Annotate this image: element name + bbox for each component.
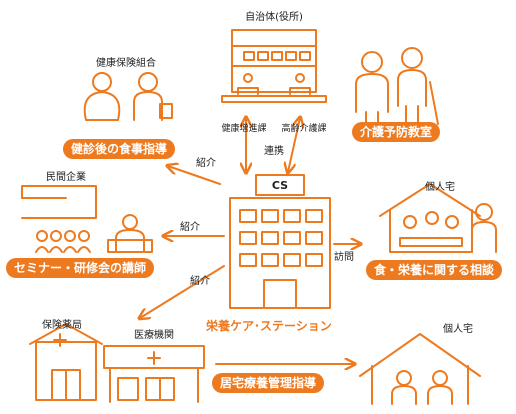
government-building-icon	[221, 29, 327, 103]
seminar-icon	[35, 214, 153, 253]
home-bottom-title: 個人宅	[443, 324, 473, 335]
intro-label-1: 紹介	[196, 158, 216, 169]
care-station-building	[229, 174, 331, 309]
cooperation-label: 連携	[264, 146, 284, 157]
visit-label: 訪問	[334, 252, 354, 263]
people-icon	[83, 72, 173, 121]
pharmacy-title: 保険薬局	[42, 320, 82, 331]
service-home-care: 居宅療養管理指導	[212, 373, 325, 393]
intro-arrow-1	[168, 166, 221, 185]
cs-label: CS	[271, 179, 289, 192]
elderly-people-icon	[355, 47, 439, 125]
pharmacy-icon	[29, 323, 103, 401]
hospital-icon	[103, 345, 205, 403]
intro-label-3: 紹介	[190, 276, 210, 287]
service-seminar: セミナー・研修会の講師	[6, 258, 155, 278]
home-top-title: 個人宅	[425, 182, 455, 193]
station-name: 栄養ケア･ステーション	[206, 319, 332, 333]
service-nutrition-consult: 食・栄養に関する相談	[366, 260, 503, 280]
medical-title: 医療機関	[134, 330, 174, 341]
municipality-title: 自治体(役所)	[245, 12, 303, 23]
private-company-title: 民間企業	[46, 172, 86, 183]
dept-elderly-label: 高齢介護課	[281, 124, 327, 134]
cooperation-arrow-right	[288, 118, 300, 172]
house-icon	[359, 333, 481, 405]
service-post-checkup: 健診後の食事指導	[63, 139, 176, 159]
intro-label-2: 紹介	[180, 222, 200, 233]
insurance-union-title: 健康保険組合	[96, 58, 156, 69]
dept-health-label: 健康増進課	[221, 124, 267, 134]
home-icon	[379, 183, 497, 253]
service-care-prevention: 介護予防教室	[352, 122, 441, 142]
intro-arrow-3	[140, 265, 225, 318]
office-building-icon	[21, 185, 97, 219]
